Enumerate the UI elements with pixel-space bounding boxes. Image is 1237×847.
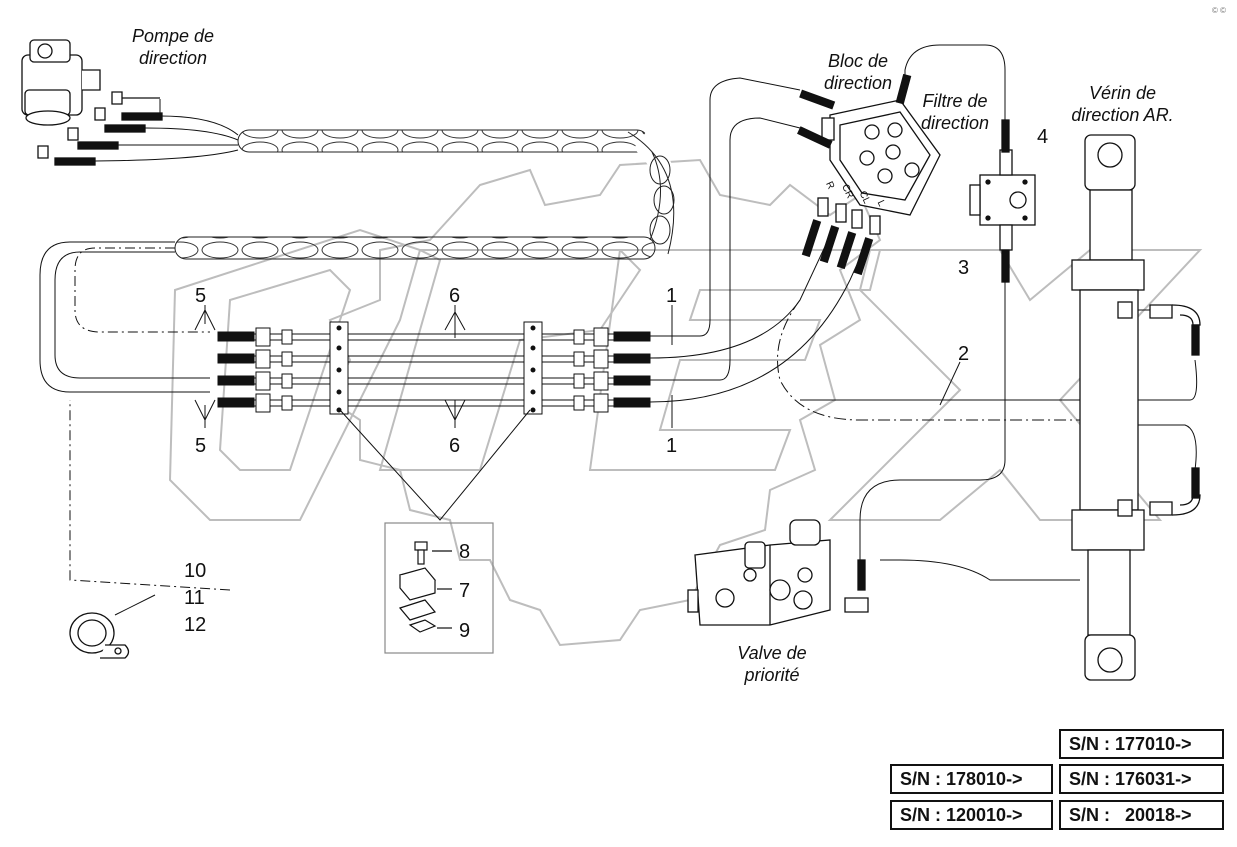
steering-filter-label: Filtre de direction	[905, 90, 1005, 134]
loop-hoses	[39, 241, 231, 591]
serial-box-176031: S/N : 176031->	[1059, 764, 1224, 794]
callout-6-top: 6	[449, 285, 461, 307]
priority-valve-label-line1: Valve de	[737, 643, 807, 663]
rear-cylinder-label-line2: direction AR.	[1071, 105, 1174, 125]
serial-box-120010: S/N : 120010->	[890, 800, 1053, 830]
callout-4: 4	[1037, 126, 1049, 148]
watermark-logo	[168, 158, 1203, 647]
callout-1-top: 1	[666, 285, 678, 307]
cable-chain	[174, 129, 678, 260]
pump-label-line1: Pompe de	[131, 26, 215, 46]
callout-12: 12	[184, 614, 207, 636]
priority-valve-label: Valve de priorité	[722, 642, 822, 686]
callout-10: 10	[184, 560, 207, 582]
callout-1-bottom: 1	[666, 435, 678, 457]
steering-filter-drawing	[969, 119, 1036, 283]
steering-filter-label-line1: Filtre de	[922, 91, 988, 111]
callout-leaders	[114, 305, 961, 616]
steering-block-label-line2: direction	[823, 73, 893, 93]
steering-block-drawing	[797, 73, 941, 276]
steering-pump-drawing	[21, 39, 163, 166]
steering-block-label: Bloc de direction	[808, 50, 908, 94]
pump-label: Pompe de direction	[118, 25, 228, 69]
rear-steering-cylinder-drawing	[1071, 134, 1201, 681]
callout-5-top: 5	[195, 285, 207, 307]
steering-filter-label-line2: direction	[920, 113, 990, 133]
callout-2: 2	[958, 343, 970, 365]
priority-valve-drawing	[687, 519, 869, 626]
callout-3: 3	[958, 257, 970, 279]
hose-clip-drawing	[69, 612, 130, 659]
callout-5-bottom: 5	[195, 435, 207, 457]
callout-9: 9	[459, 620, 471, 642]
callout-8: 8	[459, 541, 471, 563]
callout-7: 7	[459, 580, 471, 602]
connecting-hoses	[649, 44, 1198, 581]
serial-box-177010: S/N : 177010->	[1059, 729, 1224, 759]
clamp-parts-box	[384, 522, 494, 654]
pipe-rails	[217, 321, 651, 415]
serial-box-178010: S/N : 178010->	[890, 764, 1053, 794]
rear-cylinder-label: Vérin de direction AR.	[1055, 82, 1190, 126]
priority-valve-label-line2: priorité	[744, 665, 800, 685]
serial-box-20018: S/N : 20018->	[1059, 800, 1224, 830]
pump-hose-lines	[94, 99, 239, 162]
steering-block-label-line1: Bloc de	[827, 51, 889, 71]
pump-label-line2: direction	[138, 48, 208, 68]
rear-cylinder-label-line1: Vérin de	[1088, 83, 1157, 103]
corner-mark: © ©	[1212, 6, 1227, 15]
callout-11: 11	[184, 587, 205, 609]
callout-6-bottom: 6	[449, 435, 461, 457]
